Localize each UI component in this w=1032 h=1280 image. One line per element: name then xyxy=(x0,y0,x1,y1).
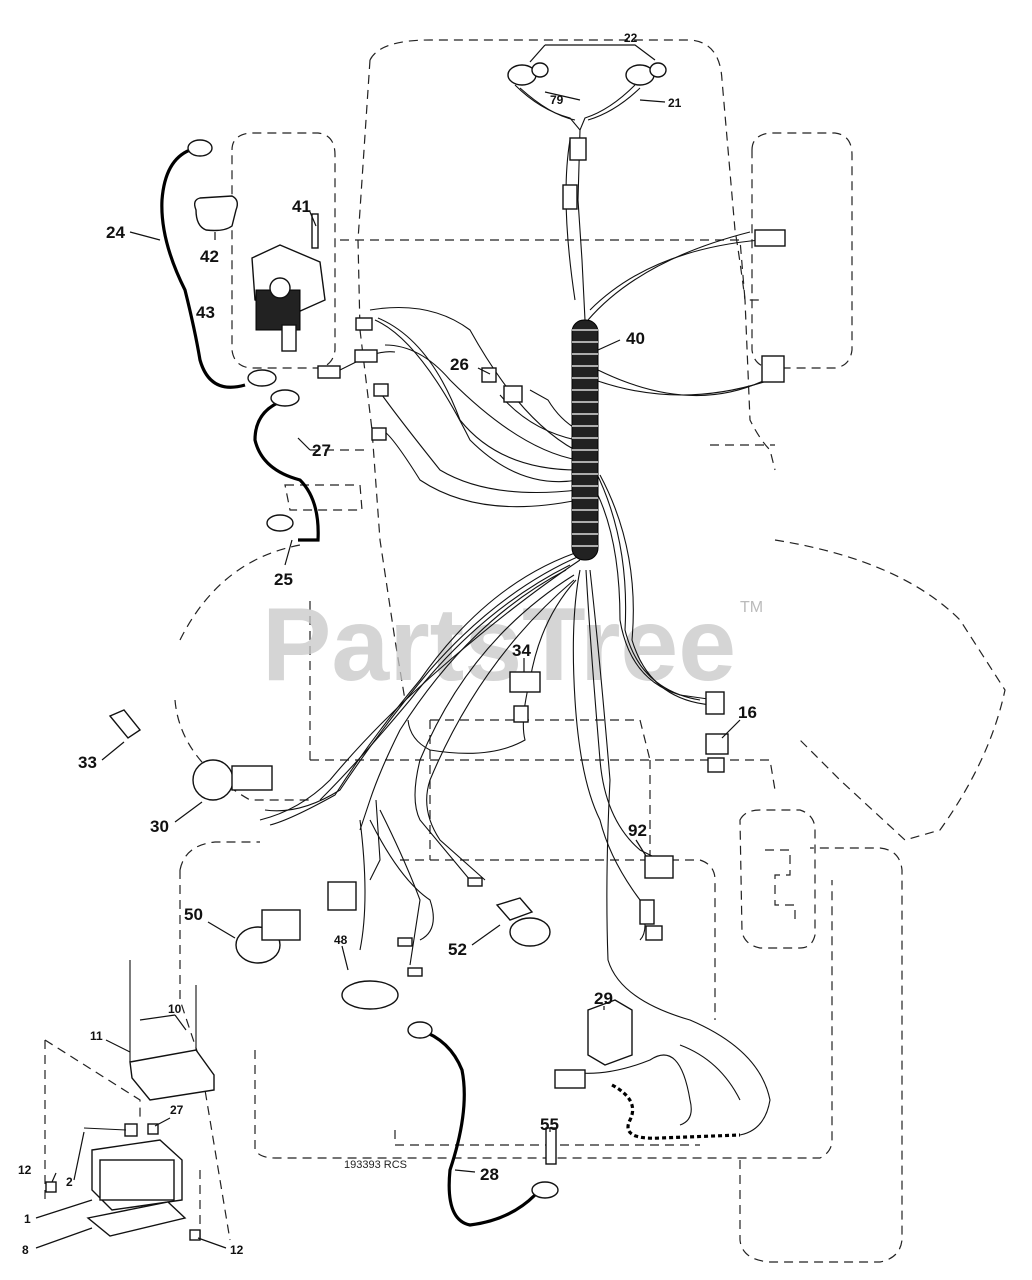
callout-2: 2 xyxy=(66,1175,73,1189)
callout-25: 25 xyxy=(274,570,293,589)
callout-27-upper: 27 xyxy=(312,441,331,460)
small-components xyxy=(108,229,786,1165)
callout-22: 22 xyxy=(624,31,638,45)
callout-16: 16 xyxy=(738,703,757,722)
callout-50: 50 xyxy=(184,905,203,924)
callout-10: 10 xyxy=(168,1002,182,1016)
watermark-trademark: TM xyxy=(740,599,763,616)
callout-12-left: 12 xyxy=(18,1163,32,1177)
battery-cables xyxy=(160,139,559,1227)
callout-21: 21 xyxy=(668,96,682,110)
callout-41: 41 xyxy=(292,197,311,216)
callout-8: 8 xyxy=(22,1243,29,1257)
callout-55: 55 xyxy=(540,1115,559,1134)
battery-assembly xyxy=(45,960,215,1241)
callout-30: 30 xyxy=(150,817,169,836)
callout-79: 79 xyxy=(550,93,564,107)
callout-43: 43 xyxy=(196,303,215,322)
harness-sleeve xyxy=(571,319,599,561)
callout-labels: 22 79 21 24 41 42 43 40 26 27 25 34 16 3… xyxy=(18,31,757,1257)
callout-11: 11 xyxy=(90,1029,103,1043)
watermark: PartsTree xyxy=(262,587,736,703)
callout-92: 92 xyxy=(628,821,647,840)
callout-29: 29 xyxy=(594,989,613,1008)
leader-lines xyxy=(35,44,741,1249)
callout-40: 40 xyxy=(626,329,645,348)
callout-42: 42 xyxy=(200,247,219,266)
callout-12-bottom: 12 xyxy=(230,1243,244,1257)
callout-27-lower: 27 xyxy=(170,1103,184,1117)
starter-solenoid xyxy=(193,195,326,352)
callout-52: 52 xyxy=(448,940,467,959)
callout-26: 26 xyxy=(450,355,469,374)
callout-33: 33 xyxy=(78,753,97,772)
coil-cord xyxy=(611,1083,741,1140)
headlight-assembly xyxy=(507,62,667,210)
callout-24: 24 xyxy=(106,223,125,242)
callout-34: 34 xyxy=(512,641,531,660)
callout-28: 28 xyxy=(480,1165,499,1184)
callout-1: 1 xyxy=(24,1212,31,1226)
drawing-code: 193393 RCS xyxy=(344,1159,407,1171)
callout-48: 48 xyxy=(334,933,348,947)
